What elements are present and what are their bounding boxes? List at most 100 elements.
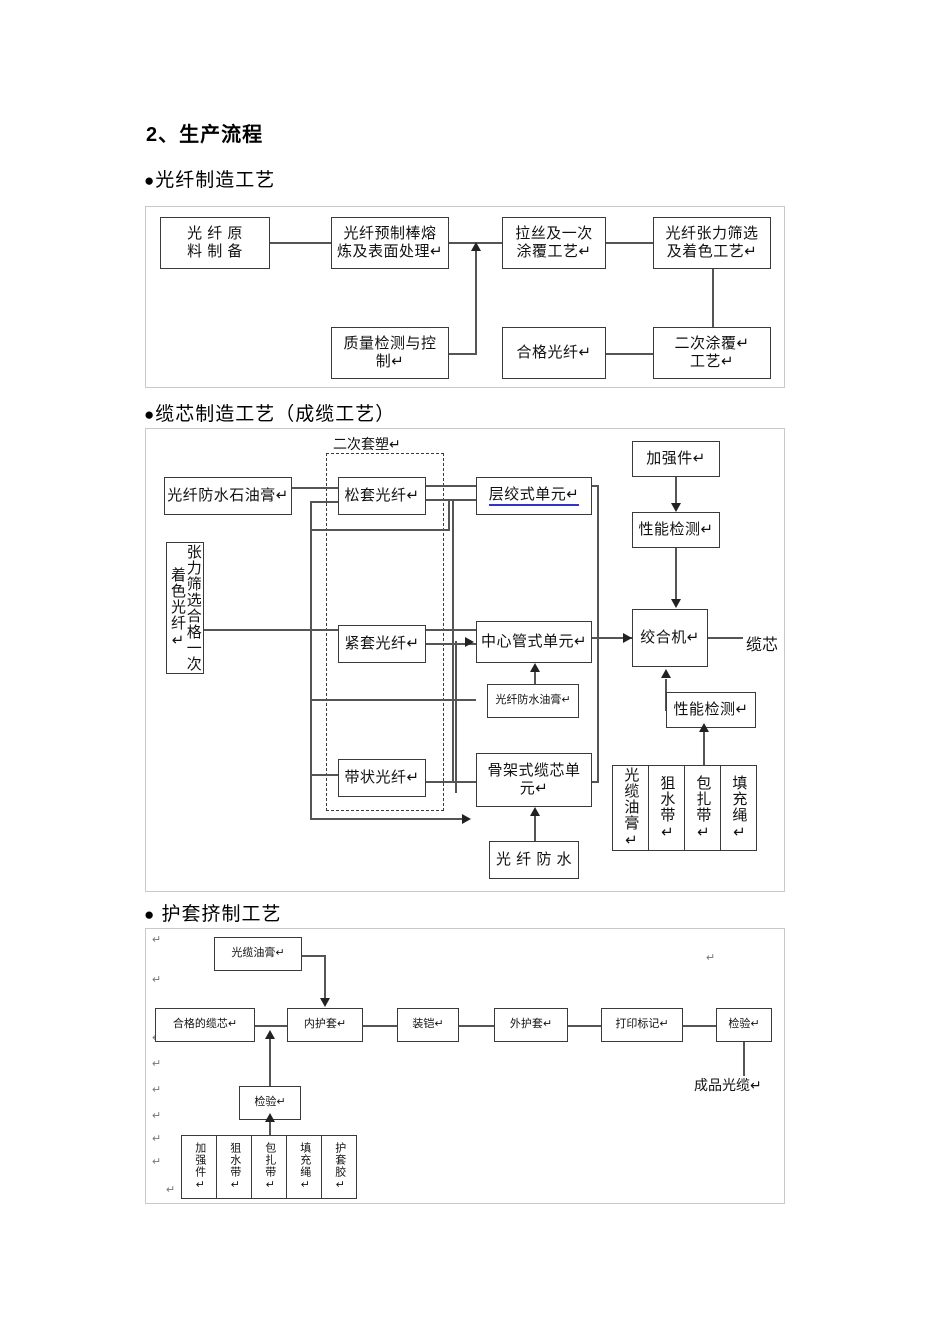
- node-performance-test-bottom: 性能检测↵: [666, 692, 756, 728]
- connector-waterproof-up: [534, 813, 536, 841]
- group-box-secondary-coating: [326, 453, 444, 811]
- subhead-label: 光纤制造工艺: [155, 170, 276, 191]
- connector-strength-to-test: [675, 477, 677, 504]
- arrowhead-central-feeder-icon: [465, 637, 474, 647]
- material-cell: 包扎带↵: [684, 765, 721, 851]
- connector-materials-up: [703, 729, 705, 765]
- material-cell: 护套胶↵: [321, 1135, 357, 1199]
- material-cell: 光缆油膏↵: [612, 765, 649, 851]
- material-cell: 填充绳↵: [720, 765, 757, 851]
- connector-stranded-down-bus: [452, 499, 454, 781]
- connector-loose-to-stranded-2: [426, 499, 476, 501]
- connector-test-to-machine: [675, 548, 677, 600]
- node-tension-screened-fiber: 张力筛选合格一次着色光纤↵: [166, 542, 204, 674]
- connector-tension-to-ribbon: [310, 774, 338, 776]
- connector-armor-to-outer: [459, 1025, 494, 1027]
- connector-second-coating-to-qualified: [606, 353, 653, 355]
- connector-grease-to-loose: [292, 487, 338, 489]
- arrowhead-materials-up-icon: [699, 723, 709, 732]
- pilcrow-mark: ↵: [152, 1156, 162, 1168]
- arrowhead-bottominspect-up-icon: [265, 1030, 275, 1039]
- connector-materials-to-inspect: [269, 1120, 271, 1138]
- connector-tension-trunk: [204, 629, 311, 631]
- connector-stranded-right: [592, 485, 599, 487]
- subhead-label: 护套挤制工艺: [155, 904, 282, 925]
- material-cell: 包扎带↵: [251, 1135, 287, 1199]
- node-raw-material: 光 纤 原 料 制 备: [160, 217, 270, 269]
- connector-tight-to-central: [426, 629, 476, 631]
- arrowhead-loop-to-skeleton-icon: [462, 814, 471, 824]
- pilcrow-mark: ↵: [152, 1133, 162, 1145]
- chart-cable-core: 二次套塑↵ 光纤防水石油膏↵ 张力筛选合格一次着色光纤↵ 松套光纤↵ 紧套光纤↵…: [145, 428, 785, 892]
- node-outer-sheath: 外护套↵: [494, 1008, 568, 1042]
- connector-core-to-inner: [255, 1025, 287, 1027]
- arrowhead-quality-up-icon: [471, 242, 481, 251]
- node-preform-melting: 光纤预制棒熔 炼及表面处理↵: [331, 217, 449, 269]
- connector-tension-vertical: [310, 501, 312, 775]
- label-finished-cable: 成品光缆↵: [694, 1077, 762, 1093]
- connector-loop-right: [310, 818, 462, 820]
- connector-inner-to-armor: [363, 1025, 397, 1027]
- material-cell: 狙水带↵: [216, 1135, 252, 1199]
- node-cable-grease: 光缆油膏↵: [214, 937, 302, 971]
- pilcrow-mark: ↵: [152, 974, 162, 986]
- arrowhead-test-down-icon: [671, 599, 681, 608]
- connector-tension-to-tight: [310, 629, 338, 631]
- arrowhead-central-to-machine-icon: [623, 633, 632, 643]
- arrowhead-strength-down-icon: [671, 503, 681, 512]
- node-print-mark: 打印标记↵: [601, 1008, 683, 1042]
- arrowhead-materials-inspect-icon: [265, 1113, 275, 1122]
- pilcrow-mark: ↵: [706, 952, 716, 964]
- node-skeleton-core-unit: 骨架式缆芯单 元↵: [476, 753, 592, 807]
- connector-bus-a-v: [448, 499, 450, 530]
- arrowhead-grease-down-icon: [320, 998, 330, 1007]
- node-stranded-unit-label: 层绞式单元↵: [488, 486, 580, 507]
- node-drawing-coating: 拉丝及一次 涂覆工艺↵: [502, 217, 606, 269]
- bullet-dot-icon: ●: [144, 905, 156, 924]
- connector-machine-to-core-label: [708, 637, 743, 639]
- connector-grease-down: [324, 955, 326, 999]
- subhead-fiber-manufacturing: ●光纤制造工艺: [144, 165, 275, 192]
- bullet-dot-icon: ●: [144, 171, 156, 190]
- connector-outer-to-print: [568, 1025, 601, 1027]
- node-performance-test-top: 性能检测↵: [632, 512, 720, 548]
- connector-loose-to-stranded: [426, 485, 476, 487]
- node-central-tube-unit: 中心管式单元↵: [476, 621, 592, 663]
- connector-screening-to-second-coating: [712, 269, 714, 327]
- subhead-label: 缆芯制造工艺（成缆工艺）: [155, 404, 396, 425]
- node-strength-member: 加强件↵: [632, 441, 720, 477]
- chart-fiber-manufacturing: 光 纤 原 料 制 备 光纤预制棒熔 炼及表面处理↵ 拉丝及一次 涂覆工艺↵ 光…: [145, 206, 785, 388]
- node-fiber-waterproof: 光 纤 防 水: [489, 841, 579, 879]
- pilcrow-mark: ↵: [152, 934, 162, 946]
- node-loose-tube-fiber: 松套光纤↵: [338, 477, 426, 515]
- connector-right-bus: [597, 485, 599, 781]
- material-cell: 填充绳↵: [286, 1135, 322, 1199]
- node-qualified-fiber: 合格光纤↵: [502, 327, 606, 379]
- connector-central-to-machine: [592, 637, 632, 639]
- node-stranding-machine: 绞合机↵: [632, 609, 708, 667]
- node-quality-control: 质量检测与控 制↵: [331, 327, 449, 379]
- connector-ribbon-to-skeleton: [426, 781, 476, 783]
- node-fiber-waterproof-grease: 光纤防水石油膏↵: [164, 477, 292, 515]
- arrowhead-paste-up-icon: [530, 663, 540, 672]
- node-armoring: 装铠↵: [397, 1008, 459, 1042]
- node-ribbon-fiber: 带状光纤↵: [338, 759, 426, 797]
- material-cell: 狙水带↵: [648, 765, 685, 851]
- node-tight-buffered-fiber: 紧套光纤↵: [338, 625, 426, 663]
- connector-quality-right: [449, 353, 477, 355]
- node-inspection-right: 检验↵: [716, 1008, 772, 1042]
- connector-grease-right: [302, 955, 326, 957]
- pilcrow-mark: ↵: [152, 1058, 162, 1070]
- chart-sheath-extrusion: ↵ ↵ ↵ ↵ ↵ ↵ ↵ ↵ ↵ ↵ 光缆油膏↵ 合格的缆芯↵ 内护套↵ 装铠…: [145, 928, 785, 1204]
- bullet-dot-icon: ●: [144, 405, 156, 424]
- material-cell: 加强件↵: [181, 1135, 217, 1199]
- pilcrow-mark: ↵: [152, 1084, 162, 1096]
- connector-print-to-inspect: [683, 1025, 716, 1027]
- node-inner-sheath: 内护套↵: [287, 1008, 363, 1042]
- connector-central-feeder: [455, 641, 457, 793]
- arrowhead-waterproof-up-icon: [530, 807, 540, 816]
- connector-raw-to-preform: [270, 242, 331, 244]
- node-stranded-unit: 层绞式单元↵: [476, 477, 592, 515]
- connector-bottominspect-up: [269, 1039, 271, 1087]
